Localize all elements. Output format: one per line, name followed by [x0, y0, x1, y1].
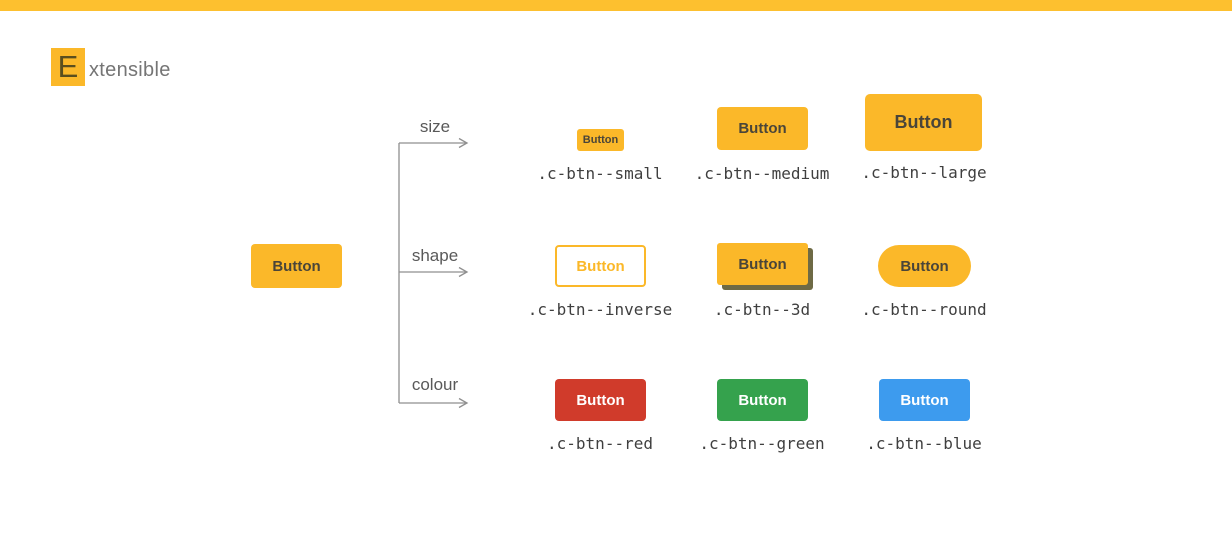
title-rest: xtensible	[89, 59, 171, 81]
arrowhead-shape-icon	[458, 266, 469, 278]
branch-connector-lines	[398, 137, 469, 409]
root-button[interactable]: Button	[251, 244, 342, 288]
branch-label-colour: colour	[411, 375, 459, 394]
branch-label-shape: shape	[411, 246, 459, 265]
button-3d[interactable]: Button	[717, 243, 808, 285]
class-label-large: .c-btn--large	[861, 163, 987, 182]
class-label-small: .c-btn--small	[537, 164, 663, 183]
class-label-inverse: .c-btn--inverse	[527, 300, 673, 319]
button-blue[interactable]: Button	[879, 379, 970, 421]
button-green[interactable]: Button	[717, 379, 808, 421]
arrowhead-size-icon	[458, 137, 469, 149]
button-red[interactable]: Button	[555, 379, 646, 421]
button-medium[interactable]: Button	[717, 107, 808, 150]
title-initial-box: E	[51, 48, 85, 86]
button-small[interactable]: Button	[577, 129, 624, 151]
class-label-green: .c-btn--green	[699, 434, 825, 453]
button-round[interactable]: Button	[878, 245, 971, 287]
branch-label-size: size	[419, 117, 451, 136]
button-inverse[interactable]: Button	[555, 245, 646, 287]
class-label-medium: .c-btn--medium	[694, 164, 830, 183]
class-label-red: .c-btn--red	[547, 434, 653, 453]
top-accent-bar	[0, 0, 1232, 11]
class-label-3d: .c-btn--3d	[713, 300, 811, 319]
arrowhead-colour-icon	[458, 397, 469, 409]
button-large[interactable]: Button	[865, 94, 982, 151]
class-label-round: .c-btn--round	[861, 300, 987, 319]
class-label-blue: .c-btn--blue	[866, 434, 982, 453]
